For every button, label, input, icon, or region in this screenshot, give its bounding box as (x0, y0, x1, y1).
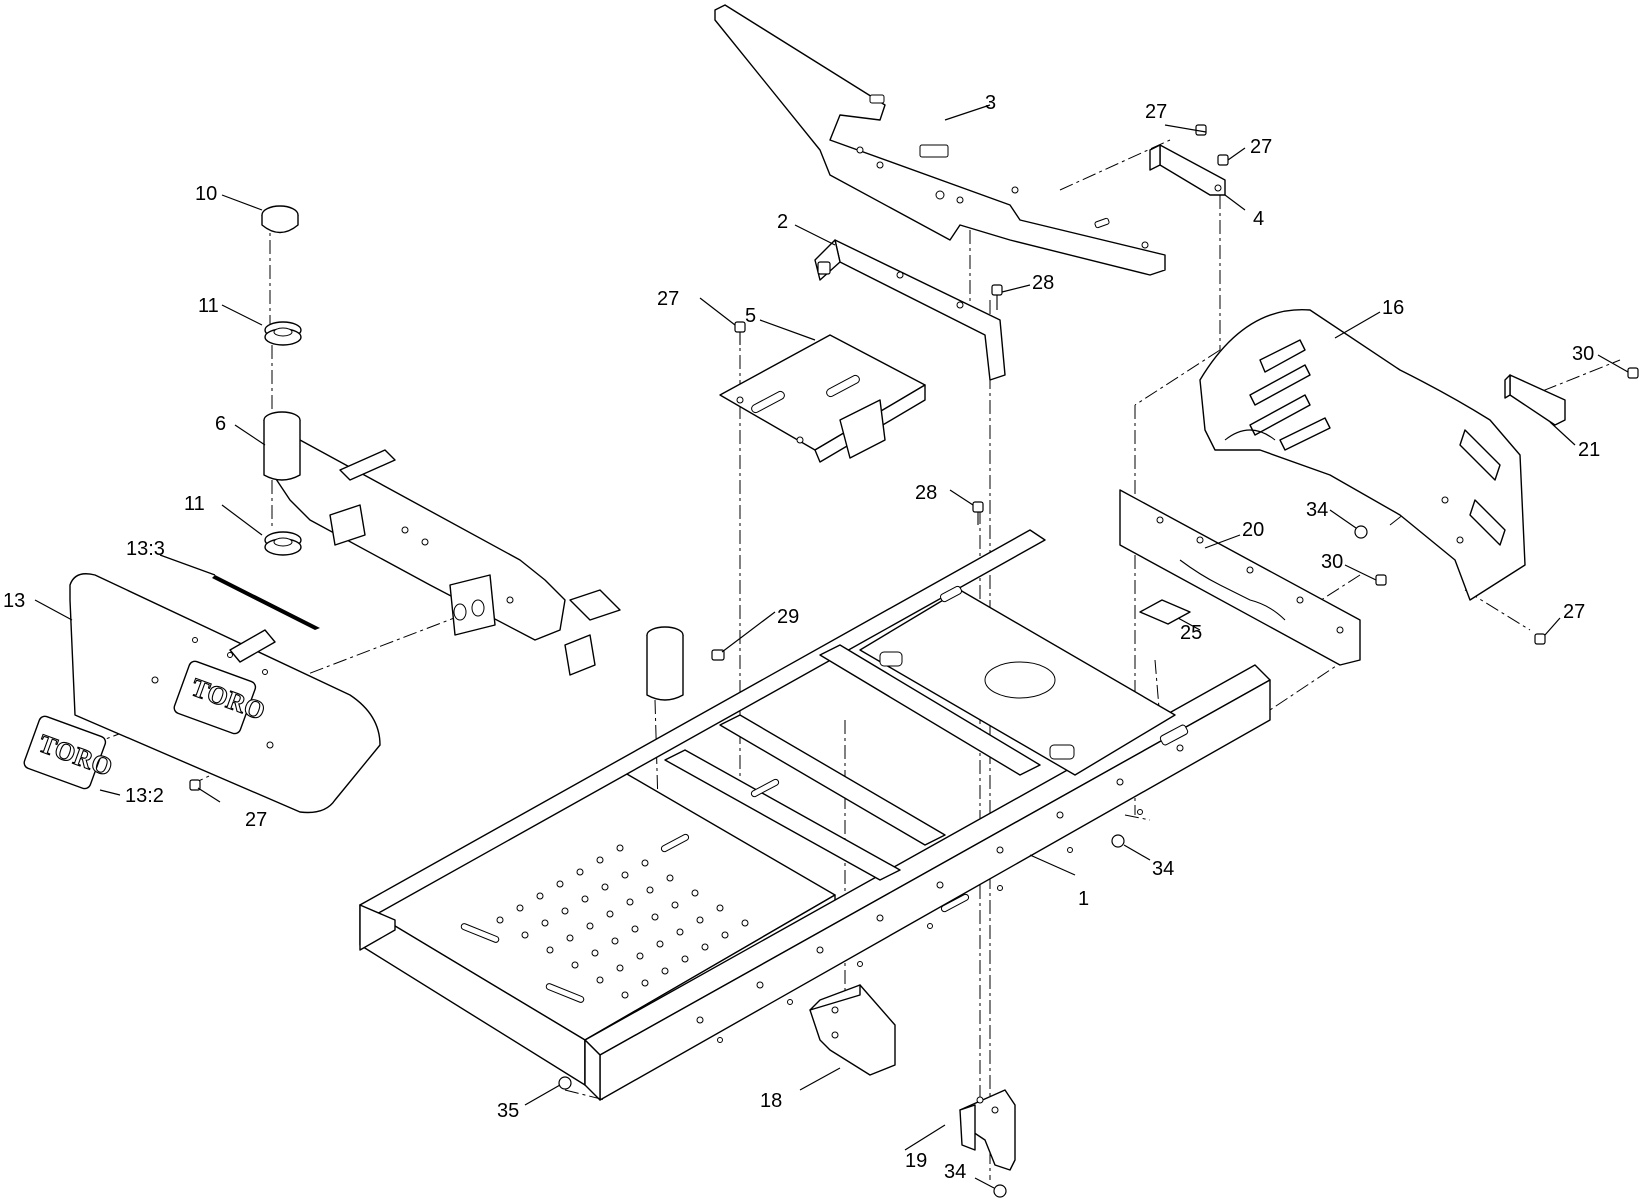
main-frame (359, 529, 1271, 1101)
callout-4: 4 (1253, 208, 1264, 230)
bolt-27-b (1217, 154, 1229, 166)
callout-13-2: 13:2 (125, 785, 164, 807)
bracket-4 (1149, 144, 1226, 196)
callout-2: 2 (777, 211, 788, 233)
callout-34-b: 34 (1152, 858, 1174, 880)
callout-13-3: 13:3 (126, 538, 165, 560)
mount-plate-5 (719, 334, 926, 463)
front-shroud-13: TORO (69, 573, 381, 814)
nut-34-c (993, 1184, 1007, 1198)
top-plate (714, 4, 1166, 276)
callout-30-a: 30 (1572, 343, 1594, 365)
callout-20: 20 (1242, 519, 1264, 541)
bolt-27-e (1534, 633, 1546, 645)
callout-27-a: 27 (1145, 101, 1167, 123)
callout-29: 29 (777, 606, 799, 628)
leader-lines (34, 104, 1629, 1189)
bearing-11-lower (264, 531, 302, 556)
bracket-21 (1504, 374, 1566, 426)
hardware (189, 124, 1639, 1198)
callout-11-lower: 11 (184, 493, 205, 515)
callout-10: 10 (195, 183, 217, 205)
bolt-30-b (1375, 574, 1387, 586)
rear-shroud-16 (1199, 309, 1526, 601)
bolt-28-b (972, 501, 984, 525)
callout-28-a: 28 (1032, 272, 1054, 294)
callout-16: 16 (1382, 297, 1404, 319)
floor-pan-holes (496, 844, 749, 999)
logo-decal-13-2: TORO (23, 715, 117, 790)
bolt-28-a (991, 284, 1003, 310)
callout-35: 35 (497, 1100, 519, 1122)
plate-25 (1139, 599, 1191, 625)
callout-34-c: 34 (944, 1161, 966, 1183)
axle-arm-6 (263, 411, 684, 701)
callout-27-b: 27 (1250, 136, 1272, 158)
callout-28-b: 28 (915, 482, 937, 504)
callout-11-upper: 11 (198, 295, 219, 317)
nut-35 (558, 1076, 572, 1090)
callout-30-b: 30 (1321, 551, 1343, 573)
decal-strip-13-3 (212, 575, 320, 630)
callout-13: 13 (3, 590, 25, 612)
callout-18: 18 (760, 1090, 782, 1112)
nut-34-b (1111, 834, 1125, 848)
callout-27-d: 27 (245, 809, 267, 831)
callout-19: 19 (905, 1150, 927, 1172)
callout-6: 6 (215, 413, 226, 435)
callout-21: 21 (1578, 439, 1600, 461)
callout-1: 1 (1078, 888, 1089, 910)
callout-27-e: 27 (1563, 601, 1585, 623)
bolt-27-d (189, 779, 201, 791)
callout-34-a: 34 (1306, 499, 1328, 521)
cap-10 (261, 205, 299, 234)
bolt-30-a (1627, 367, 1639, 379)
rear-plate-20 (1119, 489, 1361, 666)
bolt-27-c (734, 321, 746, 345)
callout-25: 25 (1180, 622, 1202, 644)
bracket-19 (959, 1089, 1016, 1171)
callout-labels: 1 2 3 4 5 6 10 11 11 13 13:2 13:3 16 18 … (3, 92, 1600, 1183)
bracket-2 (814, 239, 1006, 381)
bolt-29 (711, 649, 725, 661)
bracket-18 (809, 984, 896, 1076)
rail-holes (696, 744, 1184, 1043)
callout-3: 3 (985, 92, 996, 114)
nut-34-a (1354, 525, 1368, 539)
callout-5: 5 (745, 305, 756, 327)
callout-27-c: 27 (657, 288, 679, 310)
bearing-11-upper (264, 321, 302, 346)
